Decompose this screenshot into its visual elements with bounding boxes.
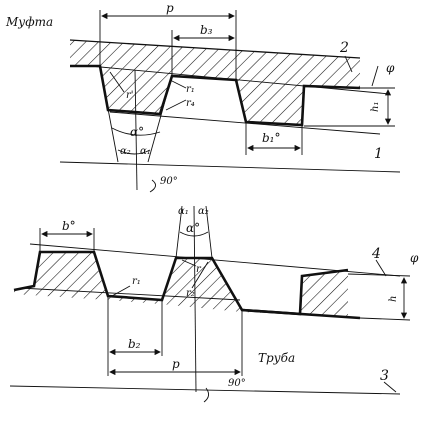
pipe-alpha2-label: α₂ <box>198 206 209 217</box>
pipe-bottom-edge <box>241 308 361 320</box>
pipe-p-label: p <box>172 357 180 371</box>
coupling-p-label: p <box>166 1 174 15</box>
coupling-alpha12-arc <box>117 149 151 155</box>
pipe-alpha1-label: α₁ <box>178 206 189 217</box>
coupling-ref2-label: 2 <box>339 40 349 56</box>
pipe-b2-label: b₂ <box>128 337 141 351</box>
coupling-r1-leader <box>169 79 187 89</box>
coupling-alpha-arc <box>111 127 161 136</box>
pipe-bstar-label: b° <box>62 219 76 233</box>
coupling-alpha1-label: α₁ <box>140 146 151 157</box>
coupling-rprime-label: r' <box>126 90 134 101</box>
pipe-profile <box>9 205 411 403</box>
coupling-phi-label: φ <box>386 61 395 75</box>
coupling-h1-label: h₁ <box>370 102 381 112</box>
pipe-thread-outline <box>13 250 349 316</box>
coupling-phi-leader <box>371 65 379 87</box>
pipe-r1-label: r₁ <box>132 276 141 287</box>
pipe-flank-right-ext <box>205 205 213 259</box>
pipe-groove-axis <box>193 205 197 393</box>
coupling-r4-label: r₄ <box>186 98 195 109</box>
pipe-r1-leader <box>111 285 131 297</box>
pipe-flank-left-ext <box>175 205 183 259</box>
coupling-taper-line <box>89 65 391 95</box>
coupling-axis-line <box>59 161 401 173</box>
coupling-hatched-body <box>70 40 360 125</box>
coupling-alpha2-label: α₂ <box>120 146 131 157</box>
pipe-phi-label: φ <box>410 251 419 265</box>
pipe-axis-line <box>9 385 401 395</box>
coupling-b3-label: b₃ <box>200 23 213 37</box>
pipe-ref4-label: 4 <box>371 246 381 262</box>
coupling-profile <box>59 10 401 193</box>
coupling-r4-leader <box>165 99 187 111</box>
pipe-h-ext-top <box>347 273 411 277</box>
pipe-title: Труба <box>258 351 295 365</box>
pipe-90-label: 90° <box>228 378 246 389</box>
pipe-hatched-body <box>14 252 348 316</box>
coupling-ref1-label: 1 <box>374 146 383 162</box>
pipe-90-arc <box>203 387 209 403</box>
coupling-title: Муфта <box>5 15 53 29</box>
coupling-ref2-leader <box>344 55 353 73</box>
pipe-ref3-label: 3 <box>380 368 389 384</box>
coupling-flank-right-ext <box>147 75 173 163</box>
pipe-h-ext-bottom <box>359 317 411 321</box>
pipe-alpha-arc <box>179 231 209 237</box>
coupling-flank-left-ext <box>99 65 119 163</box>
coupling-alpha-label: α° <box>130 125 144 139</box>
coupling-r1-label: r₁ <box>186 84 195 95</box>
coupling-lower-line <box>109 111 381 135</box>
pipe-alpha-label: α° <box>186 221 200 235</box>
coupling-rprime-leader <box>109 71 125 93</box>
pipe-r2-label: r₂ <box>186 288 195 299</box>
coupling-top-edge <box>69 39 361 59</box>
pipe-h-label: h <box>388 296 399 302</box>
pipe-r-label: r <box>196 264 202 275</box>
pipe-ref4-leader <box>375 259 387 277</box>
pipe-ref3-leader <box>383 381 397 393</box>
coupling-groove-axis <box>134 69 138 191</box>
coupling-b1-label: b₁° <box>262 131 281 145</box>
pipe-r-leader <box>181 259 197 267</box>
pipe-r2-leader <box>191 261 209 289</box>
coupling-90-arc <box>149 179 156 193</box>
pipe-taper-line <box>29 243 401 277</box>
pipe-lower-line <box>19 287 241 301</box>
coupling-90-label: 90° <box>160 176 178 187</box>
